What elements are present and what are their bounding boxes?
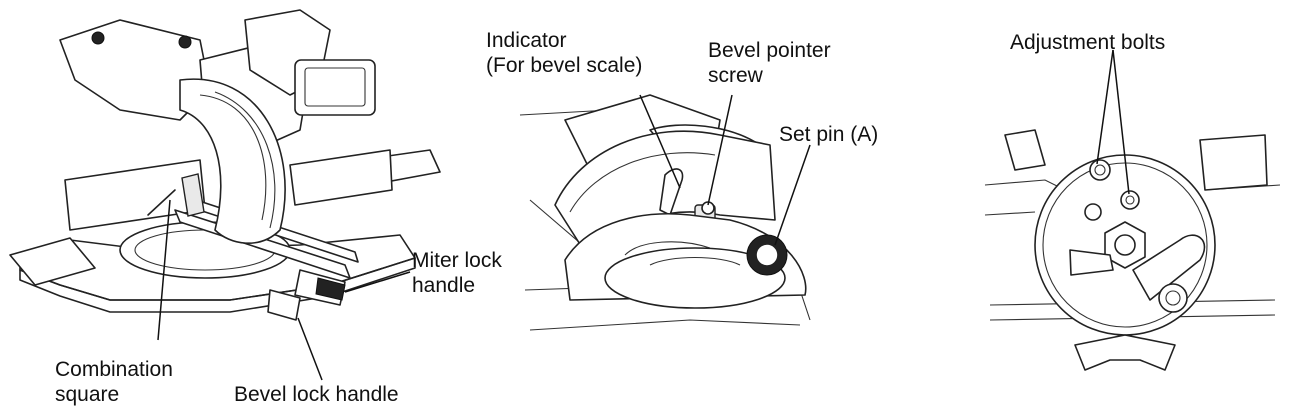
- indicator-label: Indicator (For bevel scale): [486, 29, 643, 77]
- combination-square-label: Combination square: [55, 358, 173, 406]
- adjustment-bolts-illustration: [984, 49, 1281, 371]
- bevel-scale-illustration: [519, 94, 811, 331]
- bevel-pointer-screw-label: Bevel pointer screw: [708, 39, 831, 87]
- adjustment-bolts-label: Adjustment bolts: [1010, 31, 1166, 54]
- set-pin-a-label: Set pin (A): [779, 123, 879, 146]
- miter-lock-handle-label: Miter lock handle: [412, 249, 502, 297]
- saw-overview-figure: Combination square Miter lock handle Bev…: [0, 0, 502, 417]
- miter-saw-illustration: [9, 9, 441, 381]
- bevel-lock-handle-label: Bevel lock handle: [234, 383, 399, 406]
- adjustment-bolts-detail-figure: Adjustment bolts: [975, 0, 1293, 417]
- bevel-scale-detail-figure: Indicator (For bevel scale) Bevel pointe…: [470, 0, 910, 417]
